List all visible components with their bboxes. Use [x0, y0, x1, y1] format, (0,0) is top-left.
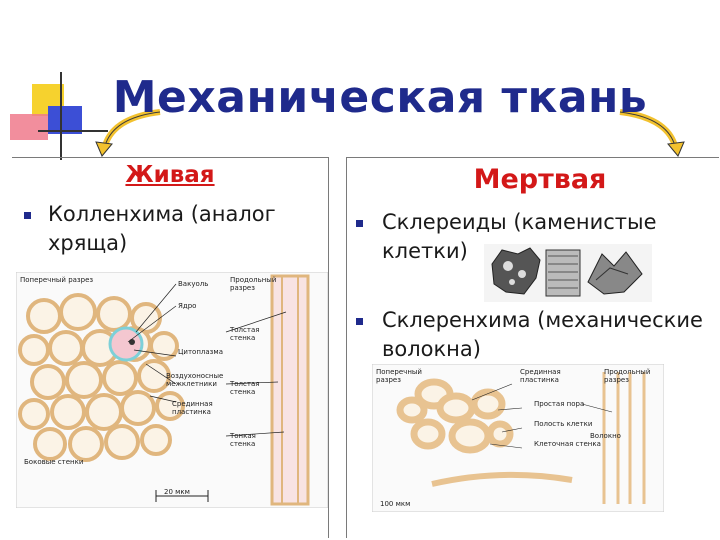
- vertical-line: [60, 72, 62, 160]
- label-thin-wall: Тонкая стенка: [230, 432, 256, 448]
- label-longitudinal: Продольный разрез: [230, 276, 277, 292]
- label-r-lumen: Полость клетки: [534, 420, 593, 428]
- heading-living: Живая: [125, 162, 215, 188]
- label-vacuole: Вакуоль: [178, 280, 209, 288]
- bullet-sclerenchyma: Склеренхима (механические волокна): [382, 308, 703, 361]
- label-side-walls: Боковые стенки: [24, 458, 84, 466]
- collenchyma-diagram: [16, 272, 328, 508]
- left-panel-frame: [12, 157, 329, 538]
- label-r-scale: 100 мкм: [380, 500, 411, 508]
- blue-square: [48, 106, 82, 134]
- red-square: [10, 114, 48, 140]
- bullet-sclereids: Склереиды (каменистые клетки): [382, 210, 657, 263]
- logo-decoration: [10, 72, 110, 162]
- label-cytoplasm: Цитоплазма: [178, 348, 223, 356]
- slide-title: Механическая ткань: [112, 72, 648, 123]
- sclerenchyma-diagram: [372, 364, 664, 512]
- bullet-icon: [356, 318, 363, 325]
- label-r-mid: Срединная пластинка: [520, 368, 561, 384]
- label-middle-lamella: Срединная пластинка: [172, 400, 213, 416]
- label-intercellular: Воздухоносные межклетники: [166, 372, 224, 388]
- title-arrows-icon: [95, 109, 685, 157]
- label-r-longitudinal: Продольный разрез: [604, 368, 651, 384]
- bullet-collenchyma: Колленхима (аналог хряща): [48, 202, 276, 255]
- label-r-cross-section: Поперечный разрез: [376, 368, 422, 384]
- bullet-icon: [356, 220, 363, 227]
- bullet-icon: [24, 212, 31, 219]
- label-nucleus: Ядро: [178, 302, 197, 310]
- right-panel-frame: [346, 157, 719, 538]
- label-scale-left: 20 мкм: [164, 488, 190, 496]
- label-thick-wall-2: Толстая стенка: [230, 380, 260, 396]
- label-cross-section: Поперечный разрез: [20, 276, 94, 284]
- label-r-pore: Простая пора: [534, 400, 585, 408]
- heading-dead: Мертвая: [473, 164, 607, 195]
- collenchyma-cells: [18, 293, 185, 462]
- sclereid-cells-image: [484, 244, 652, 302]
- horizontal-line: [38, 130, 108, 132]
- label-thick-wall-1: Толстая стенка: [230, 326, 260, 342]
- label-r-fiber: Волокно: [590, 432, 621, 440]
- label-r-wall: Клеточная стенка: [534, 440, 601, 448]
